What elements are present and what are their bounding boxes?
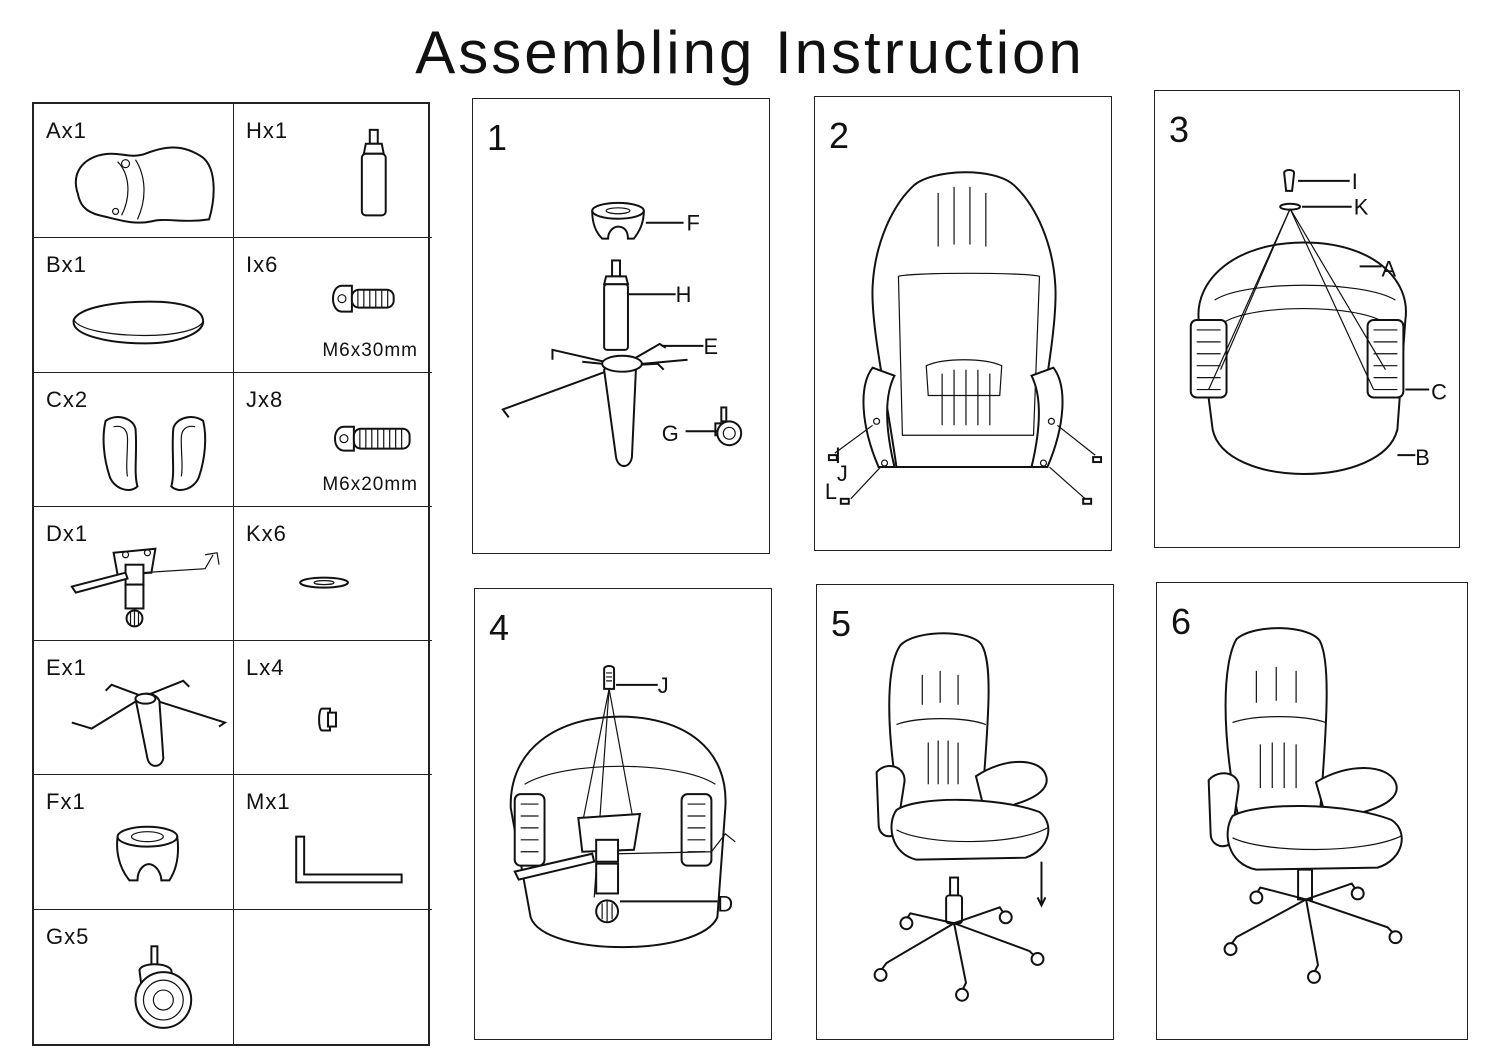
parts-list: Ax1 Hx1 Bx1 Ix6 M6x30mm Cx2: [32, 102, 432, 1046]
step-number: 3: [1169, 109, 1190, 150]
part-m-cell: Mx1: [234, 775, 432, 910]
part-label: Bx1: [46, 252, 87, 278]
caster-wheel-icon: [134, 945, 193, 1029]
part-a-cell: Ax1: [34, 104, 234, 239]
page-title: Assembling Instruction: [415, 19, 1085, 86]
callout-k: K: [1354, 195, 1369, 220]
part-label: Ix6: [246, 252, 279, 278]
part-label: Jx8: [246, 386, 284, 412]
callout-i: I: [835, 443, 841, 468]
step-2-panel: 2 I J L: [814, 96, 1112, 551]
allen-key-icon: [295, 836, 403, 884]
callout-a: A: [1382, 256, 1397, 281]
part-spec: M6x30mm: [322, 339, 418, 361]
part-f-cell: Fx1: [34, 775, 234, 910]
part-label: Lx4: [246, 655, 285, 681]
part-label: Hx1: [246, 118, 289, 143]
part-k-cell: Kx6: [234, 507, 432, 642]
callout-f: F: [687, 211, 700, 236]
step-3-diagram: I K A C B: [1189, 169, 1447, 475]
step-4-panel: 4 J D: [474, 588, 772, 1040]
gas-cylinder-icon: [360, 128, 387, 217]
bolt-short-icon: [334, 425, 411, 452]
bolt-long-icon: [332, 285, 395, 313]
star-base-icon: [71, 679, 228, 767]
step-6-panel: 6: [1156, 582, 1468, 1040]
part-label: Ax1: [46, 118, 87, 143]
part-label: Gx5: [46, 923, 90, 949]
part-g-cell: Gx5: [34, 909, 234, 1044]
step-4-diagram: J D: [509, 665, 736, 949]
part-label: Dx1: [46, 520, 89, 546]
callout-c: C: [1431, 379, 1447, 404]
step-5-panel: 5: [816, 584, 1114, 1040]
step-number: 5: [831, 603, 852, 644]
callout-h: H: [676, 282, 692, 307]
step-number: 4: [489, 607, 510, 648]
part-h-cell: Hx1: [234, 104, 432, 239]
part-empty-cell: [234, 910, 432, 1044]
part-i-cell: Ix6 M6x30mm: [234, 238, 432, 373]
callout-g: G: [662, 421, 679, 446]
callout-d: D: [717, 891, 733, 916]
tilt-mechanism-icon: [70, 547, 220, 628]
part-d-cell: Dx1: [34, 506, 234, 642]
callout-b: B: [1415, 445, 1430, 470]
part-spec: M6x20mm: [322, 473, 418, 495]
backrest-shell-icon: [74, 146, 215, 224]
callout-j: J: [837, 461, 848, 486]
step-1-panel: 1 F H E G: [472, 98, 770, 554]
step-2-diagram: I J L: [825, 171, 1103, 505]
step-number: 6: [1171, 601, 1192, 642]
step-5-diagram: [873, 632, 1050, 1002]
part-label: Fx1: [46, 789, 86, 815]
step-number: 2: [829, 115, 850, 156]
callout-l: L: [825, 479, 837, 504]
part-label: Mx1: [246, 789, 291, 815]
part-e-cell: Ex1: [34, 641, 234, 776]
callout-e: E: [703, 334, 718, 359]
part-l-cell: Lx4: [234, 641, 432, 776]
part-label: Kx6: [246, 520, 287, 546]
callout-j4: J: [658, 673, 669, 698]
part-j-cell: Jx8 M6x20mm: [234, 373, 432, 507]
step-number: 1: [487, 117, 508, 158]
part-b-cell: Bx1: [34, 238, 234, 373]
part-label: Ex1: [46, 655, 87, 681]
part-label: Cx2: [46, 386, 89, 412]
part-c-cell: Cx2: [34, 372, 234, 507]
cylinder-cover-icon: [116, 826, 179, 882]
washer-icon: [299, 576, 349, 589]
step-6-diagram: [1207, 627, 1403, 984]
step-1-diagram: F H E G: [501, 201, 743, 468]
seat-cushion-icon: [72, 300, 205, 345]
callout-i3: I: [1352, 169, 1358, 194]
armrests-icon: [102, 415, 207, 491]
spacer-icon: [318, 707, 337, 732]
step-3-panel: 3 I K A C B: [1154, 90, 1460, 548]
